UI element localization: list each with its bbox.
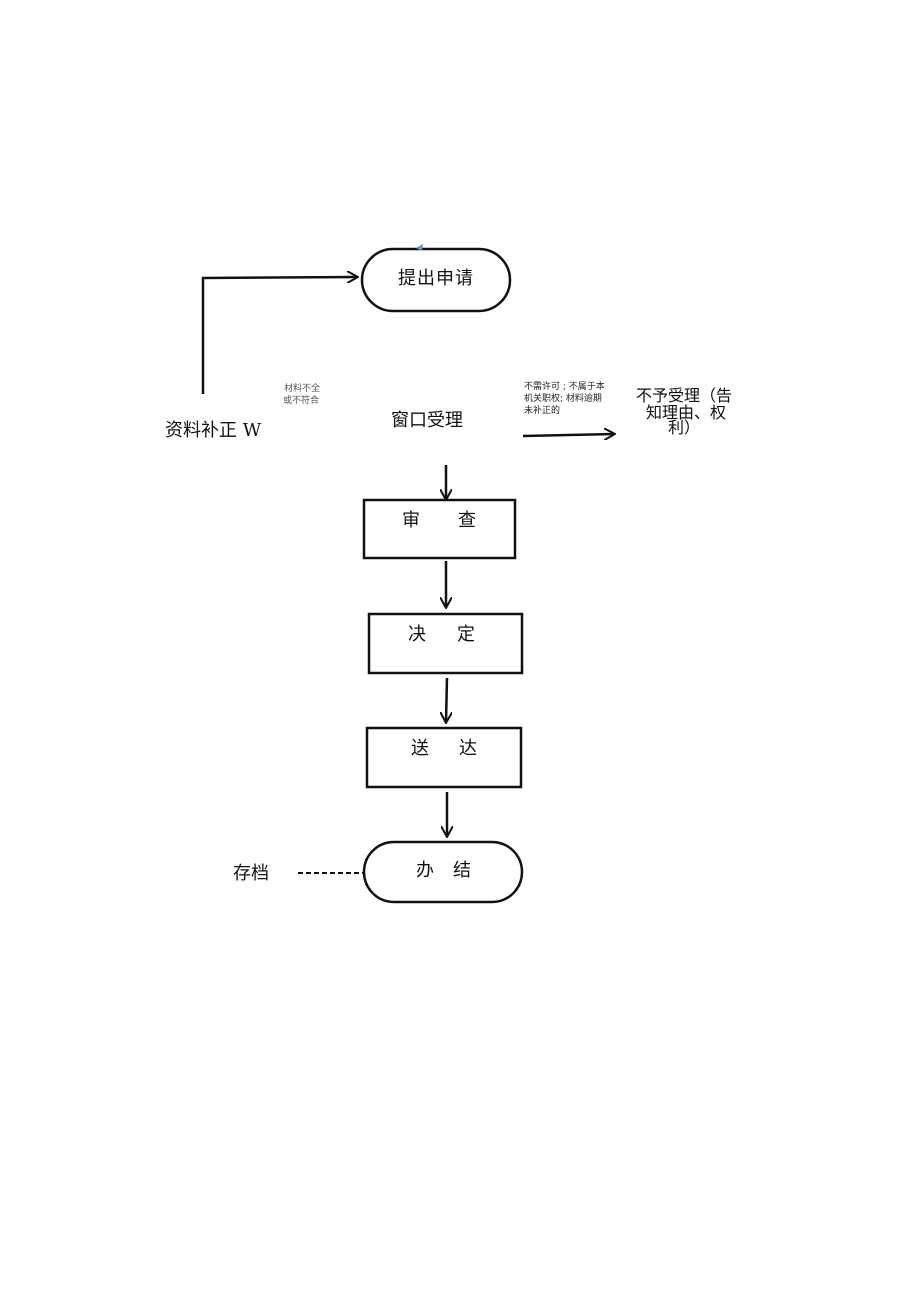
node-finish-shape — [362, 840, 524, 904]
node-review-shape — [362, 498, 517, 560]
supplement-loop-arrow — [201, 277, 357, 394]
node-finish-label-2: 结 — [453, 860, 472, 881]
node-review-label-1: 审 — [402, 510, 421, 531]
small-blue-mark — [416, 244, 423, 251]
node-deliver-label-1: 送 — [411, 738, 430, 759]
node-submit-label: 提出申请 — [398, 268, 474, 289]
node-finish-label-1: 办 — [416, 860, 435, 881]
archive-label: 存档 — [233, 863, 269, 884]
node-window-label: 窗口受理 — [391, 410, 463, 431]
node-review-label-2: 查 — [458, 510, 477, 531]
reject-result-line-1: 不予受理（告 — [636, 386, 733, 405]
reject-reason-line-1: 不需许可 ; 不属于本 — [524, 382, 605, 392]
node-submit-shape — [360, 247, 512, 313]
incomplete-note-line-2: 或不符合 — [283, 396, 320, 406]
node-deliver-shape — [365, 726, 523, 789]
reject-result-line-3: 利） — [668, 418, 701, 437]
node-deliver-label-2: 达 — [459, 738, 478, 759]
reject-arrow — [522, 434, 614, 436]
node-decide-label-1: 决 — [408, 624, 427, 645]
arrow-decide-to-deliver — [446, 677, 447, 722]
node-decide-label-2: 定 — [457, 624, 476, 645]
node-decide-shape — [367, 612, 524, 675]
supplement-label: 资料补正 W — [165, 420, 262, 441]
reject-reason-line-3: 未补正的 — [524, 406, 561, 416]
reject-result-line-2: 知理由、权 — [646, 403, 727, 422]
incomplete-note-line-1: 材料不全 — [284, 384, 321, 394]
reject-reason-line-2: 机关职权; 材料逾期 — [524, 394, 602, 404]
